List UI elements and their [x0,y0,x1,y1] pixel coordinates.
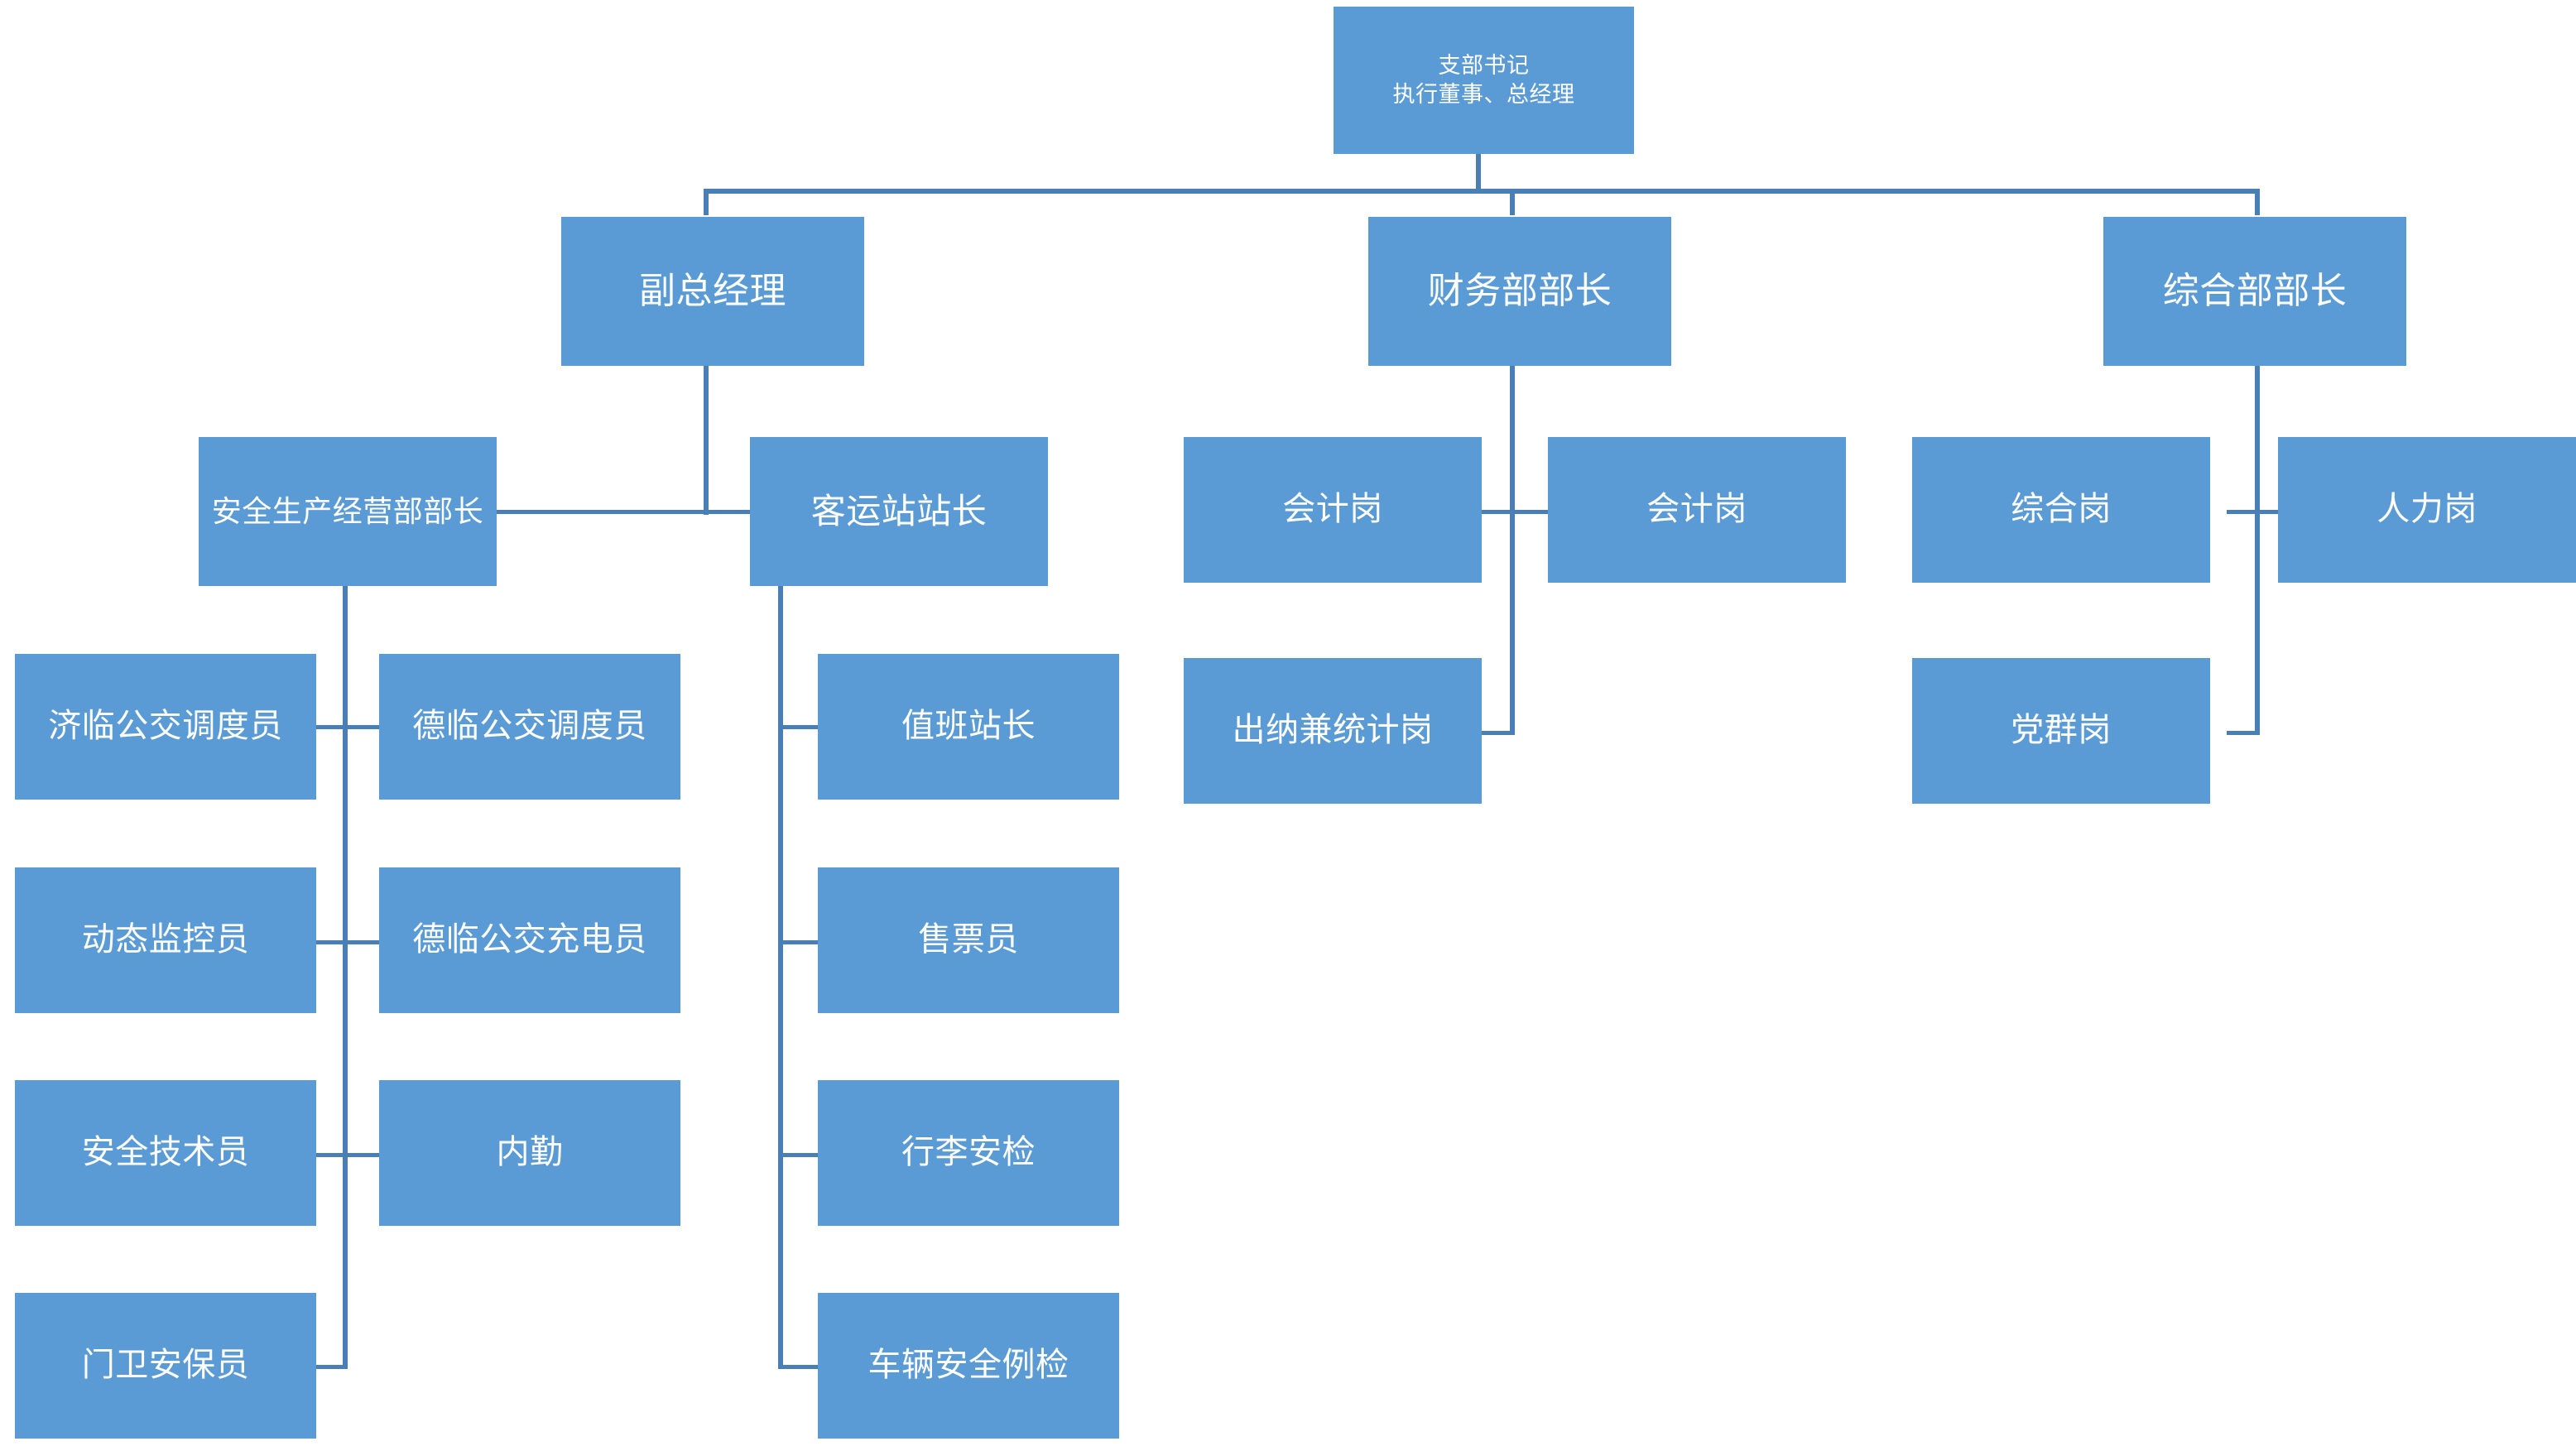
connector-safety-stub-4-left [316,1365,348,1369]
node-vehicle-safety-check[interactable]: 车辆安全例检 [818,1293,1119,1439]
connector-finance-stub-cashier [1482,731,1515,735]
connector-station-stub-3 [778,1153,818,1157]
connector-finance-stub-left [1482,510,1515,514]
node-general-post-label: 综合岗 [2011,491,2112,528]
node-hr-post-label: 人力岗 [2377,491,2477,528]
node-jilin-dispatcher-label: 济临公交调度员 [48,708,283,745]
node-gate-security[interactable]: 门卫安保员 [15,1293,316,1439]
connector-safety-stub-1-left [316,725,346,729]
node-root-line1: 支部书记 [1438,53,1530,79]
connector-general-stub-left [2227,510,2260,514]
connector-finance-spine [1510,366,1515,735]
node-duty-station-master-label: 值班站长 [901,708,1036,745]
connector-safety-spine [343,586,348,1369]
node-safety-production-head[interactable]: 安全生产经营部部长 [199,437,497,586]
node-finance-head-label: 财务部部长 [1427,270,1612,311]
connector-safety-stub-2-left [316,940,346,944]
node-general-affairs-head[interactable]: 综合部部长 [2103,217,2406,366]
connector-root-down [1476,152,1481,192]
node-accountant-1-label: 会计岗 [1282,491,1383,528]
connector-finance-stub-right [1510,510,1548,514]
node-root[interactable]: 支部书记 执行董事、总经理 [1334,7,1634,154]
node-finance-head[interactable]: 财务部部长 [1368,217,1671,366]
connector-station-stub-4 [778,1365,818,1369]
node-deputy-gm[interactable]: 副总经理 [561,217,864,366]
node-duty-station-master[interactable]: 值班站长 [818,654,1119,800]
node-ticket-seller[interactable]: 售票员 [818,867,1119,1013]
connector-safety-stub-2-right [343,940,379,944]
connector-safety-stub-3-left [316,1153,346,1157]
node-accountant-1[interactable]: 会计岗 [1184,437,1482,583]
connector-station-stub-1 [778,725,818,729]
connector-safety-stub-1-right [343,725,379,729]
connector-general-stub-right [2255,510,2293,514]
node-cashier-statistics[interactable]: 出纳兼统计岗 [1184,658,1482,804]
connector-to-general-head [2255,189,2260,215]
node-cashier-statistics-label: 出纳兼统计岗 [1232,712,1434,749]
node-dynamic-monitor[interactable]: 动态监控员 [15,867,316,1013]
node-hr-post[interactable]: 人力岗 [2278,437,2576,583]
node-delin-dispatcher[interactable]: 德临公交调度员 [379,654,680,800]
node-accountant-2-label: 会计岗 [1646,491,1747,528]
connector-level2-bus [704,189,2260,194]
node-delin-charger-label: 德临公交充电员 [412,921,647,958]
connector-to-finance-head [1510,189,1515,215]
node-ticket-seller-label: 售票员 [918,921,1019,958]
node-jilin-dispatcher[interactable]: 济临公交调度员 [15,654,316,800]
connector-station-stub-2 [778,940,818,944]
node-safety-technician[interactable]: 安全技术员 [15,1080,316,1226]
node-root-line2: 执行董事、总经理 [1392,82,1575,107]
node-gate-security-label: 门卫安保员 [81,1347,250,1384]
node-bus-station-master[interactable]: 客运站站长 [750,437,1048,586]
connector-station-spine [778,586,783,1369]
node-bus-station-master-label: 客运站站长 [810,492,988,531]
node-party-mass-post-label: 党群岗 [2011,712,2112,749]
connector-to-deputy-gm [704,189,709,215]
connector-safety-stub-3-right [343,1153,379,1157]
node-vehicle-safety-check-label: 车辆安全例检 [867,1347,1069,1384]
connector-general-spine [2255,366,2260,735]
node-accountant-2[interactable]: 会计岗 [1548,437,1846,583]
node-delin-charger[interactable]: 德临公交充电员 [379,867,680,1013]
node-general-affairs-head-label: 综合部部长 [2162,270,2348,311]
node-safety-production-head-label: 安全生产经营部部长 [211,493,484,528]
node-baggage-security[interactable]: 行李安检 [818,1080,1119,1226]
node-party-mass-post[interactable]: 党群岗 [1912,658,2210,804]
node-dynamic-monitor-label: 动态监控员 [81,921,250,958]
node-office-clerk-label: 内勤 [496,1134,564,1171]
node-safety-technician-label: 安全技术员 [81,1134,250,1171]
connector-deputy-to-station [704,510,750,514]
connector-deputy-to-safety [497,510,709,514]
node-deputy-gm-label: 副总经理 [639,270,786,311]
node-baggage-security-label: 行李安检 [901,1134,1036,1171]
connector-deputy-gm-spine [704,366,709,515]
node-delin-dispatcher-label: 德临公交调度员 [412,708,647,745]
node-general-post[interactable]: 综合岗 [1912,437,2210,583]
node-office-clerk[interactable]: 内勤 [379,1080,680,1226]
connector-general-stub-party [2227,731,2260,735]
